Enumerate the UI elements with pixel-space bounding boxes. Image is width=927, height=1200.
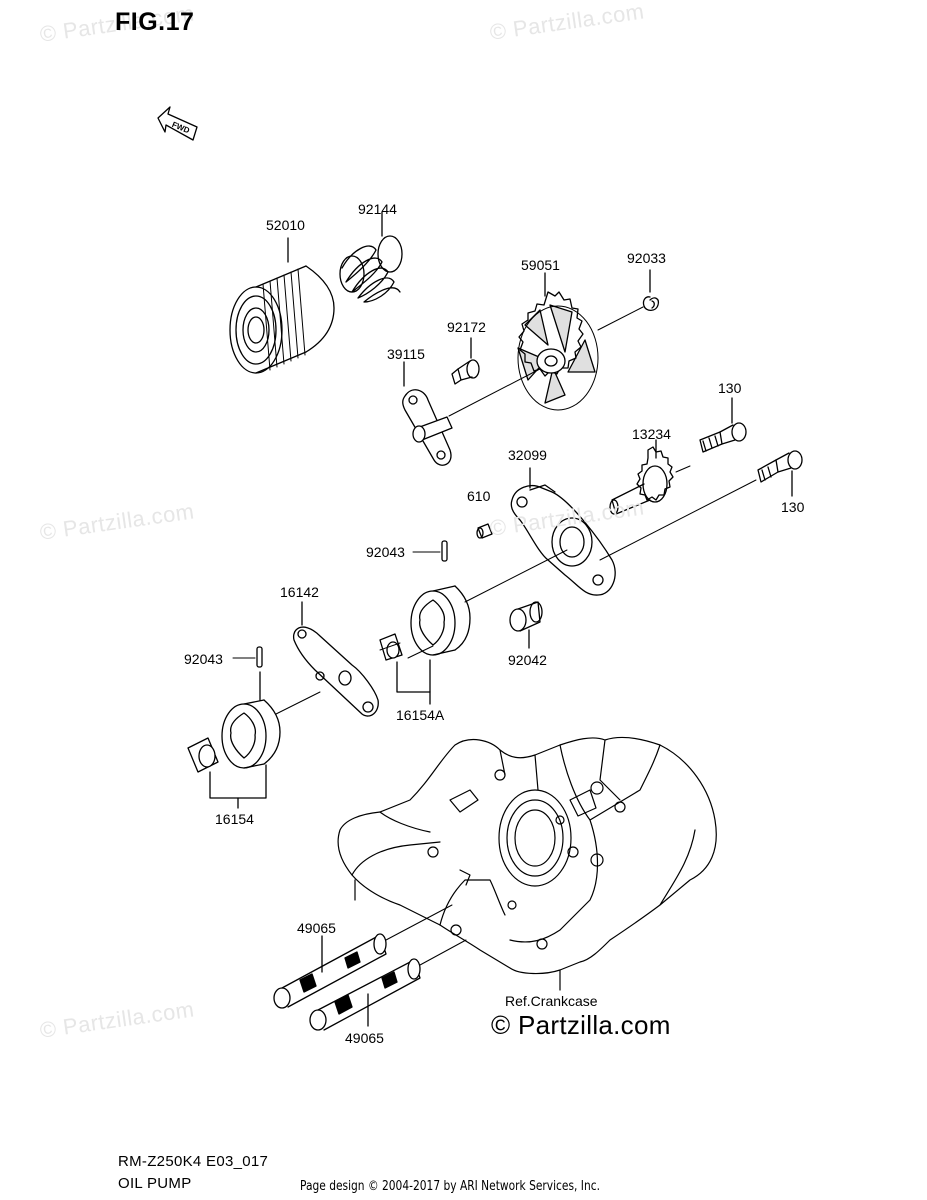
circlip-part[interactable] [642,269,660,312]
part-label-610[interactable]: 610 [467,488,491,504]
part-label-16142[interactable]: 16142 [280,584,319,600]
rotor-upper-part[interactable] [410,549,568,656]
strainer-pipe-upper-part[interactable] [273,904,453,1009]
part-label-92033[interactable]: 92033 [627,250,666,266]
bevel-gear-part[interactable] [609,439,691,515]
crankcase-ref [337,736,717,991]
part-label-49065-lower[interactable]: 49065 [345,1030,384,1046]
page-design-credit: Page design © 2004-2017 by ARI Network S… [300,1179,600,1194]
pin-upper-part[interactable] [412,540,448,562]
pin-lower-part[interactable] [232,646,263,701]
inner-rotor-a-part[interactable] [379,633,434,705]
part-label-130-upper[interactable]: 130 [718,380,742,396]
part-label-39115[interactable]: 39115 [387,346,425,362]
bolt-upper-part[interactable] [699,397,747,453]
part-label-92172[interactable]: 92172 [447,319,486,335]
figure-title: FIG.17 [115,8,195,36]
cover-plate-part[interactable] [292,601,379,717]
part-label-59051[interactable]: 59051 [521,257,560,273]
part-label-13234[interactable]: 13234 [632,426,671,442]
ref-crankcase-label: Ref.Crankcase [505,993,598,1009]
spring-part[interactable] [339,211,403,303]
plate-shaft-part[interactable] [402,361,453,466]
part-label-32099[interactable]: 32099 [508,447,547,463]
part-label-92144[interactable]: 92144 [358,201,397,217]
model-code: RM-Z250K4 E03_017 [118,1153,269,1170]
pump-body-part[interactable] [510,467,616,596]
part-label-16154[interactable]: 16154 [215,811,254,827]
sprocket-gear-part[interactable] [517,272,599,411]
part-label-52010[interactable]: 52010 [266,217,305,233]
section-name: OIL PUMP [118,1175,192,1192]
part-label-130-lower[interactable]: 130 [781,499,805,515]
screw-part[interactable] [451,337,480,385]
rotor-lower-part[interactable] [221,691,321,769]
part-label-92043-lower[interactable]: 92043 [184,651,223,667]
dowel-pin-part[interactable] [476,523,493,539]
copyright-text: © Partzilla.com [491,1010,671,1040]
part-label-92042[interactable]: 92042 [508,652,547,668]
bolt-lower-part[interactable] [599,450,803,561]
inner-rotor-part[interactable] [187,737,267,809]
part-label-92043-upper[interactable]: 92043 [366,544,405,560]
part-label-49065-upper[interactable]: 49065 [297,920,336,936]
fwd-arrow-icon: FWD [157,106,198,141]
oil-filter-part[interactable] [229,237,335,374]
collar-part[interactable] [509,601,543,649]
part-label-16154A[interactable]: 16154A [396,707,445,723]
strainer-pipe-lower-part[interactable] [309,939,467,1031]
